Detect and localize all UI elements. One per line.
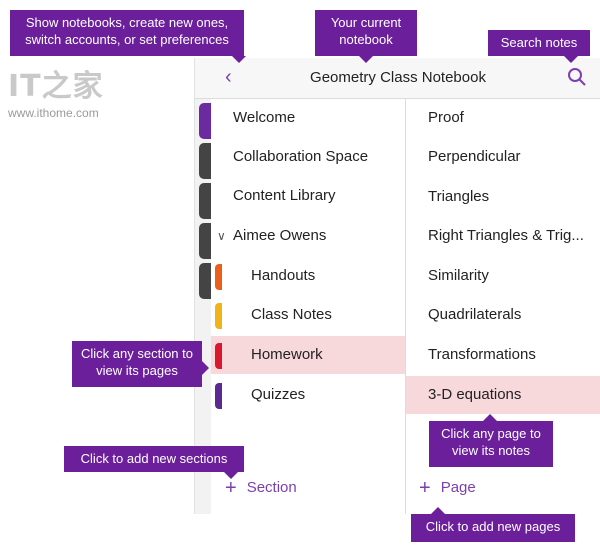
back-chevron-icon[interactable]: ‹ <box>225 66 232 88</box>
watermark-logo: IT之家 <box>8 69 104 104</box>
page-item[interactable]: Similarity <box>428 267 489 284</box>
watermark-url: www.ithome.com <box>8 106 99 120</box>
page-item[interactable]: Proof <box>428 109 464 126</box>
chevron-down-icon: ∨ <box>217 229 226 243</box>
plus-icon: + <box>225 477 237 499</box>
section-item-homework[interactable]: Homework <box>211 336 405 374</box>
section-list: Welcome Collaboration Space Content Libr… <box>211 99 406 514</box>
section-color-tab <box>215 343 222 369</box>
callout-page-click: Click any page to view its notes <box>429 414 553 467</box>
section-item-class-notes[interactable]: Class Notes <box>211 296 405 334</box>
callout-notebooks: Show notebooks, create new ones, switch … <box>10 10 246 63</box>
page-item[interactable]: Triangles <box>428 188 490 205</box>
add-page-button[interactable]: +Page <box>419 477 476 499</box>
section-item-collaboration-space[interactable]: Collaboration Space <box>233 148 369 165</box>
notebook-tab-strip <box>195 99 211 514</box>
callout-add-pages: Click to add new pages <box>411 507 575 542</box>
page-item[interactable]: Quadrilaterals <box>428 306 522 323</box>
page-item[interactable]: Right Triangles & Trig... <box>428 227 584 244</box>
notebook-title: Geometry Class Notebook <box>310 69 486 86</box>
page-item[interactable]: Perpendicular <box>428 148 521 165</box>
add-section-button[interactable]: +Section <box>225 477 297 499</box>
callout-current-notebook: Your current notebook <box>315 10 417 63</box>
page-item[interactable]: Transformations <box>428 346 536 363</box>
section-color-tab <box>215 264 222 290</box>
onenote-app: ‹ Geometry Class Notebook Welcome Collab… <box>194 58 600 514</box>
top-bar: ‹ Geometry Class Notebook <box>195 58 600 99</box>
section-item-content-library[interactable]: Content Library <box>233 187 336 204</box>
page-item-selected[interactable]: 3-D equations <box>406 376 600 414</box>
search-icon[interactable] <box>567 67 587 87</box>
plus-icon: + <box>419 477 431 499</box>
notebook-tab[interactable] <box>199 183 211 219</box>
notebook-tab[interactable] <box>199 263 211 299</box>
section-color-tab <box>215 303 222 329</box>
notebook-tab[interactable] <box>199 223 211 259</box>
callout-add-sections: Click to add new sections <box>64 446 244 479</box>
watermark: IT之家 www.ithome.com <box>8 69 104 121</box>
section-item-handouts[interactable]: Handouts <box>211 257 405 295</box>
notebook-tab[interactable] <box>199 103 211 139</box>
section-color-tab <box>215 383 222 409</box>
section-item-welcome[interactable]: Welcome <box>233 109 296 126</box>
notebook-tab[interactable] <box>199 143 211 179</box>
callout-search: Search notes <box>488 30 590 63</box>
callout-section-click: Click any section to view its pages <box>72 341 209 387</box>
section-item-quizzes[interactable]: Quizzes <box>211 376 405 414</box>
section-group-aimee-owens[interactable]: ∨ Aimee Owens <box>211 217 405 255</box>
